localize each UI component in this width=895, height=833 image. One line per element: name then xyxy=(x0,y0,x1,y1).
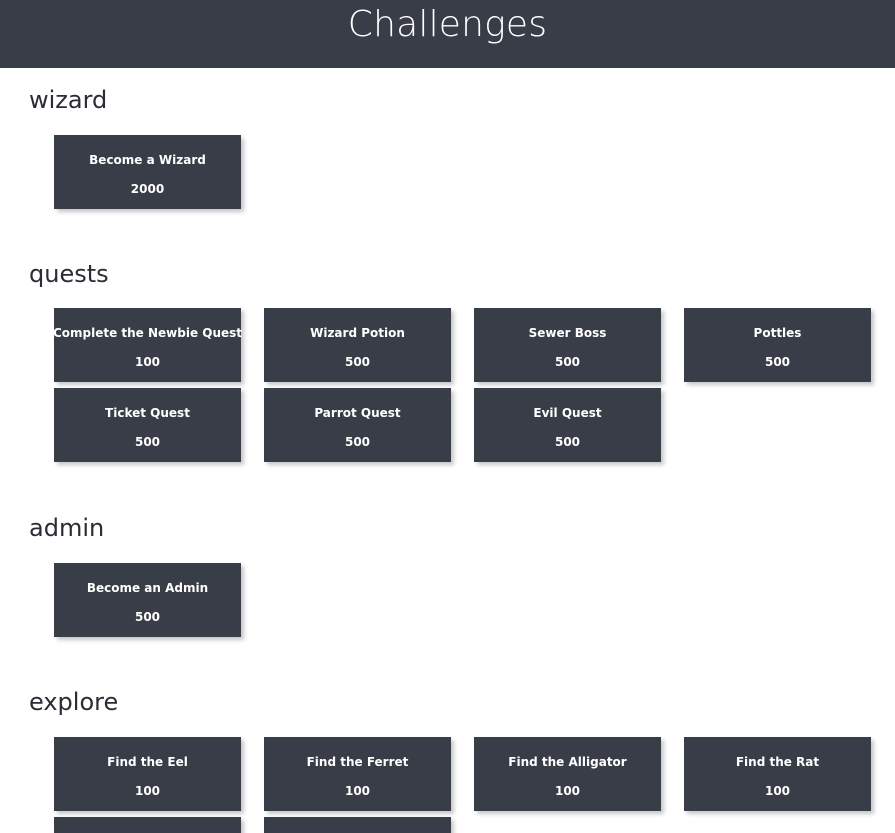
challenge-card[interactable]: Become a Wizard 2000 xyxy=(54,135,241,209)
section-wizard: wizard Become a Wizard 2000 xyxy=(0,88,895,209)
challenge-card[interactable]: Find the Rat 100 xyxy=(684,737,871,811)
challenge-card[interactable]: Find the Snake 100 xyxy=(264,817,451,833)
challenge-card[interactable]: Evil Quest 500 xyxy=(474,388,661,462)
cards-grid-explore: Find the Eel 100 Find the Ferret 100 Fin… xyxy=(0,737,895,833)
section-explore: explore Find the Eel 100 Find the Ferret… xyxy=(0,690,895,833)
challenge-card-title: Evil Quest xyxy=(533,406,602,420)
challenge-card-points: 500 xyxy=(344,355,371,370)
challenge-card-points: 100 xyxy=(554,784,581,799)
challenge-card-title: Sewer Boss xyxy=(528,326,607,340)
cards-grid-wizard: Become a Wizard 2000 xyxy=(0,135,895,209)
challenge-card-title: Find the Alligator xyxy=(508,755,627,769)
challenge-card[interactable]: Wizard Potion 500 xyxy=(264,308,451,382)
challenge-card-points: 100 xyxy=(134,784,161,799)
challenge-card-title: Become an Admin xyxy=(86,581,209,595)
challenge-card[interactable]: Pottles 500 xyxy=(684,308,871,382)
challenge-card-points: 500 xyxy=(134,610,161,625)
section-title-wizard: wizard xyxy=(29,86,108,114)
challenge-card-points: 500 xyxy=(344,435,371,450)
challenge-card[interactable]: Ticket Quest 500 xyxy=(54,388,241,462)
challenge-card-points: 500 xyxy=(764,355,791,370)
challenge-card[interactable]: Find the Lizard 100 xyxy=(54,817,241,833)
challenge-card-points: 500 xyxy=(134,435,161,450)
challenge-card-points: 100 xyxy=(134,355,161,370)
challenge-card-title: Wizard Potion xyxy=(310,326,405,340)
challenge-card[interactable]: Parrot Quest 500 xyxy=(264,388,451,462)
challenge-card[interactable]: Find the Ferret 100 xyxy=(264,737,451,811)
challenge-card-title: Find the Eel xyxy=(107,755,188,769)
cards-grid-quests: Complete the Newbie Quest 100 Wizard Pot… xyxy=(0,308,895,462)
section-admin: admin Become an Admin 500 xyxy=(0,516,895,637)
challenge-card-points: 500 xyxy=(554,355,581,370)
page-header: Challenges xyxy=(0,0,895,68)
challenge-card-title: Ticket Quest xyxy=(105,406,190,420)
challenge-card[interactable]: Sewer Boss 500 xyxy=(474,308,661,382)
challenge-card-points: 2000 xyxy=(130,182,165,197)
section-quests: quests Complete the Newbie Quest 100 Wiz… xyxy=(0,262,895,462)
challenge-card-title: Find the Ferret xyxy=(306,755,409,769)
page-title: Challenges xyxy=(347,4,548,45)
section-title-explore: explore xyxy=(29,688,119,716)
section-title-admin: admin xyxy=(29,514,105,542)
challenge-card-title: Pottles xyxy=(753,326,802,340)
section-title-quests: quests xyxy=(29,260,109,288)
challenge-card-title: Become a Wizard xyxy=(89,153,206,167)
challenge-card[interactable]: Find the Eel 100 xyxy=(54,737,241,811)
challenge-card[interactable]: Become an Admin 500 xyxy=(54,563,241,637)
challenge-card-title: Parrot Quest xyxy=(314,406,401,420)
challenges-content: wizard Become a Wizard 2000 quests Compl… xyxy=(0,88,895,833)
challenge-card-title: Complete the Newbie Quest xyxy=(52,326,243,340)
challenge-card-points: 100 xyxy=(764,784,791,799)
challenge-card-points: 100 xyxy=(344,784,371,799)
challenge-card[interactable]: Complete the Newbie Quest 100 xyxy=(52,308,243,382)
cards-grid-admin: Become an Admin 500 xyxy=(0,563,895,637)
challenge-card-title: Find the Rat xyxy=(735,755,820,769)
challenge-card[interactable]: Find the Alligator 100 xyxy=(474,737,661,811)
challenge-card-points: 500 xyxy=(554,435,581,450)
